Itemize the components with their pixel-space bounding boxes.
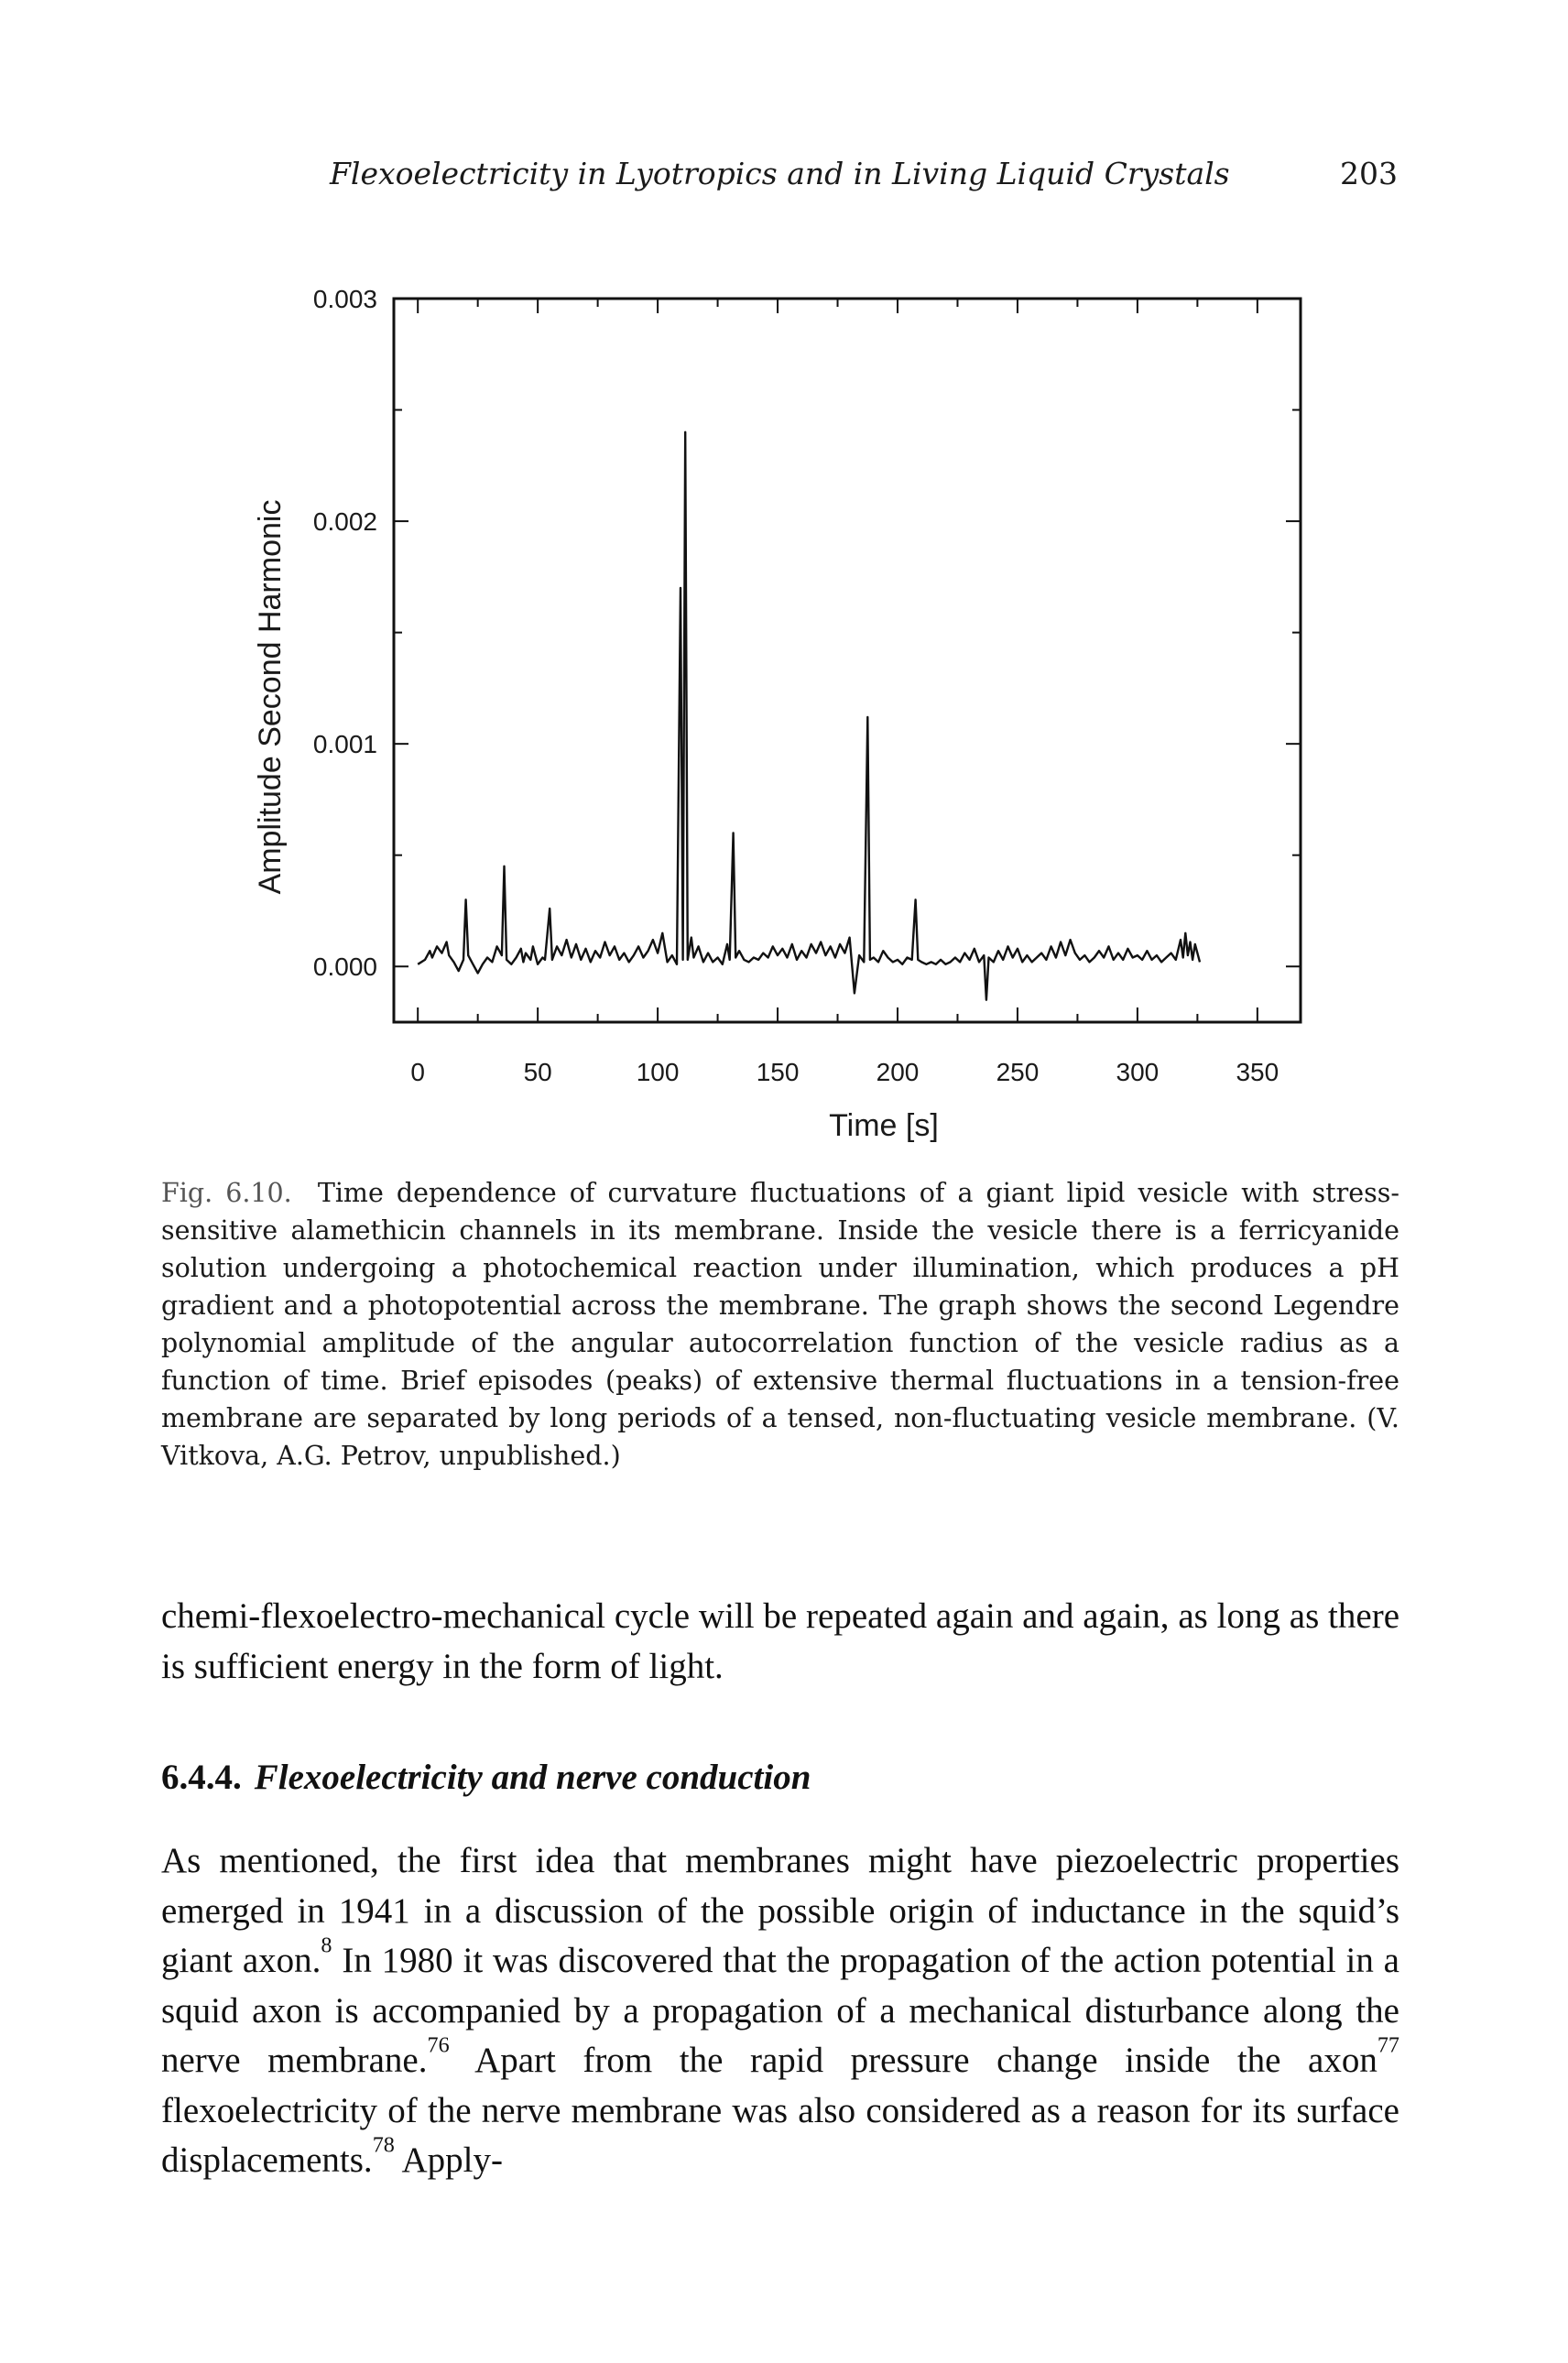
page-number: 203: [1340, 156, 1398, 191]
y-tick-label: 0.001: [313, 730, 377, 758]
paragraph-text-1: As mentioned, the first idea that membra…: [161, 1841, 1399, 1980]
x-tick-label: 250: [996, 1058, 1040, 1086]
paragraph-text-3: Apart from the rapid pressure change ins…: [449, 2041, 1377, 2080]
x-tick-label: 350: [1236, 1058, 1279, 1086]
x-tick-label: 150: [757, 1058, 800, 1086]
x-axis-title: Time [s]: [829, 1108, 939, 1143]
y-tick-label: 0.002: [313, 507, 377, 536]
x-tick-label: 50: [524, 1058, 552, 1086]
section-title: Flexoelectricity and nerve conduction: [254, 1758, 811, 1797]
y-tick-label: 0.003: [313, 285, 377, 313]
y-axis-title: Amplitude Second Harmonic: [253, 500, 288, 895]
data-series-line: [417, 430, 1202, 1001]
section-heading: 6.4.4. Flexoelectricity and nerve conduct…: [161, 1757, 811, 1798]
figure-caption: Fig. 6.10. Time dependence of curvature …: [161, 1174, 1399, 1475]
running-title: Flexoelectricity in Lyotropics and in Li…: [330, 156, 1230, 191]
x-tick-label: 300: [1116, 1058, 1160, 1086]
paragraph-text-4: flexoelectricity of the nerve membrane w…: [161, 2090, 1399, 2181]
y-tick-label: 0.000: [313, 953, 377, 981]
citation-ref: 8: [321, 1933, 332, 1958]
section-paragraph: As mentioned, the first idea that membra…: [161, 1836, 1399, 2186]
figure-caption-text: Time dependence of curvature fluctuation…: [161, 1178, 1399, 1471]
figure-label: Fig. 6.10.: [161, 1178, 292, 1208]
paragraph-text-2: In 1980 it was discovered that the propa…: [161, 1941, 1399, 2080]
x-tick-label: 0: [410, 1058, 425, 1086]
x-tick-label: 200: [877, 1058, 920, 1086]
figure-chart: 0 50 100 150 200 250 300 350 0.000 0.001 0.002 0.00…: [253, 285, 1302, 1143]
citation-ref: 78: [372, 2132, 395, 2158]
continuation-paragraph: chemi-flexoelectro-mechanical cycle will…: [161, 1596, 1399, 1686]
plot-frame: [392, 297, 1302, 1024]
section-number: 6.4.4.: [161, 1758, 242, 1797]
paragraph-text-5: Apply-: [394, 2140, 503, 2180]
x-tick-label: 100: [637, 1058, 680, 1086]
citation-ref: 76: [427, 2032, 450, 2058]
citation-ref: 77: [1377, 2032, 1399, 2058]
